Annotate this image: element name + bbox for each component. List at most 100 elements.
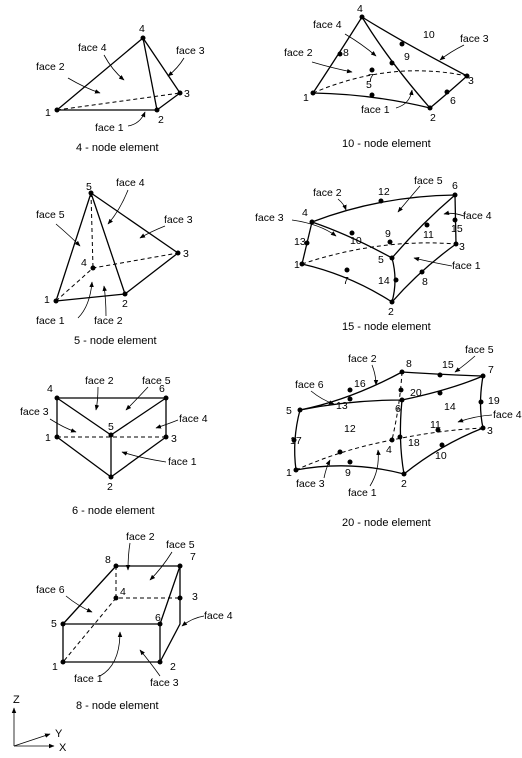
tet4-face-4: face 4: [78, 42, 107, 54]
tet10-face-3: face 3: [460, 33, 489, 45]
wedge6-node-4: 4: [47, 383, 53, 395]
hex8-node-3: 3: [192, 591, 198, 603]
coordinate-axes: Z Y X: [11, 694, 67, 754]
tet10-node-3: 3: [468, 75, 474, 87]
wedge6-face-2: face 2: [85, 375, 114, 387]
tet10-element: 1 2 3 4 5 6 7 8 9 10 face 2 face 4 face …: [284, 3, 489, 150]
hex20-node-19: 19: [488, 395, 500, 407]
wedge6-node-3: 3: [171, 433, 177, 445]
hex20-node-15: 15: [442, 359, 454, 371]
pyr15-node-13: 13: [294, 236, 306, 248]
pyr15-node-3: 3: [459, 241, 465, 253]
pyr5-node-3: 3: [183, 248, 189, 260]
pyr15-node-8: 8: [422, 276, 428, 288]
hex20-node-1: 1: [286, 467, 292, 479]
wedge6-face-3: face 3: [20, 406, 49, 418]
wedge6-face-1: face 1: [168, 456, 197, 468]
hex8-element: 1 2 3 4 5 6 7 8 face 2 face 5 face 6 fac…: [36, 531, 233, 712]
pyr5-face-1: face 1: [36, 315, 65, 327]
pyr5-node-4: 4: [81, 257, 87, 269]
pyr15-element: 1 2 3 4 5 6 7 8 9 10 11 12 13 14 15 face…: [255, 175, 492, 333]
pyr15-node-14: 14: [378, 275, 390, 287]
tet4-face-3: face 3: [176, 45, 205, 57]
hex20-node-5: 5: [286, 405, 292, 417]
tet4-node-4: 4: [139, 23, 145, 35]
hex20-node-18: 18: [408, 437, 420, 449]
tet10-node-2: 2: [430, 112, 436, 124]
hex20-face-6: face 6: [295, 379, 324, 391]
hex20-node-11: 11: [430, 419, 441, 431]
tet10-face-2: face 2: [284, 47, 313, 59]
pyr5-face-2: face 2: [94, 315, 123, 327]
pyr5-node-2: 2: [122, 298, 128, 310]
hex20-caption: 20 - node element: [342, 517, 431, 529]
wedge6-element: 1 2 3 4 5 6 face 2 face 5 face 3 face 4 …: [20, 375, 208, 517]
hex20-node-16: 16: [354, 378, 366, 390]
hex20-node-10: 10: [435, 450, 447, 462]
tet10-face-4: face 4: [313, 19, 342, 31]
pyr15-node-15: 15: [451, 223, 463, 235]
hex20-node-9: 9: [345, 467, 351, 479]
wedge6-node-1: 1: [45, 432, 51, 444]
hex8-node-6: 6: [155, 612, 161, 624]
hex20-node-14: 14: [444, 401, 456, 413]
pyr5-node-5: 5: [86, 181, 92, 193]
pyr15-node-6: 6: [452, 180, 458, 192]
hex8-face-5: face 5: [166, 539, 195, 551]
hex8-node-4: 4: [120, 586, 126, 598]
tet10-node-9: 9: [404, 51, 410, 63]
pyr5-node-1: 1: [44, 294, 50, 306]
tet10-node-7: 7: [368, 72, 374, 84]
pyr15-face-5: face 5: [414, 175, 443, 187]
hex20-node-3: 3: [487, 425, 493, 437]
tet10-face-1: face 1: [361, 104, 390, 116]
wedge6-face-4: face 4: [179, 413, 208, 425]
pyr5-face-3: face 3: [164, 214, 193, 226]
pyr15-face-3: face 3: [255, 212, 284, 224]
hex8-face-1: face 1: [74, 673, 103, 685]
tet4-element: 1 2 3 4 face 2 face 4 face 3 face 1 4 - …: [36, 23, 205, 154]
pyr15-face-4: face 4: [463, 210, 492, 222]
hex20-face-4: face 4: [493, 409, 522, 421]
tet10-node-5: 5: [366, 79, 372, 91]
hex20-node-8: 8: [406, 358, 412, 370]
tet10-node-1: 1: [303, 92, 309, 104]
pyr15-node-9: 9: [385, 228, 391, 240]
pyr5-element: 1 2 3 4 5 face 4 face 5 face 3 face 1 fa…: [36, 177, 193, 347]
tet4-caption: 4 - node element: [76, 142, 159, 154]
axis-x-label: X: [59, 742, 67, 754]
hex8-node-8: 8: [105, 554, 111, 566]
hex20-node-6: 6: [395, 403, 401, 415]
tet4-face-2: face 2: [36, 61, 65, 73]
hex8-face-6: face 6: [36, 584, 65, 596]
tet4-node-3: 3: [184, 88, 190, 100]
wedge6-face-5: face 5: [142, 375, 171, 387]
hex8-face-4: face 4: [204, 610, 233, 622]
tet10-node-8: 8: [343, 47, 349, 59]
pyr15-node-11: 11: [423, 229, 434, 241]
pyr15-node-10: 10: [350, 235, 362, 247]
pyr15-node-7: 7: [343, 275, 349, 287]
hex20-face-5: face 5: [465, 344, 494, 356]
hex8-node-7: 7: [190, 551, 196, 563]
pyr15-node-5: 5: [378, 254, 384, 266]
wedge6-node-5: 5: [108, 421, 114, 433]
pyr15-node-4: 4: [302, 207, 308, 219]
hex8-node-1: 1: [52, 661, 58, 673]
hex20-node-17: 17: [290, 435, 302, 447]
hex20-node-7: 7: [488, 364, 494, 376]
pyr15-face-1: face 1: [452, 260, 481, 272]
tet4-face-1: face 1: [95, 122, 124, 134]
hex20-element: 1 2 3 4 5 6 7 8 9 10 11 12 13 14 15 16 1…: [286, 344, 522, 529]
hex8-face-2: face 2: [126, 531, 155, 543]
pyr5-face-5: face 5: [36, 209, 65, 221]
pyr15-node-1: 1: [294, 259, 300, 271]
axis-z-label: Z: [13, 694, 20, 706]
hex20-node-13: 13: [336, 400, 348, 412]
hex8-node-5: 5: [51, 618, 57, 630]
hex20-node-2: 2: [401, 478, 407, 490]
wedge6-node-2: 2: [107, 481, 113, 493]
hex20-face-1: face 1: [348, 487, 377, 499]
